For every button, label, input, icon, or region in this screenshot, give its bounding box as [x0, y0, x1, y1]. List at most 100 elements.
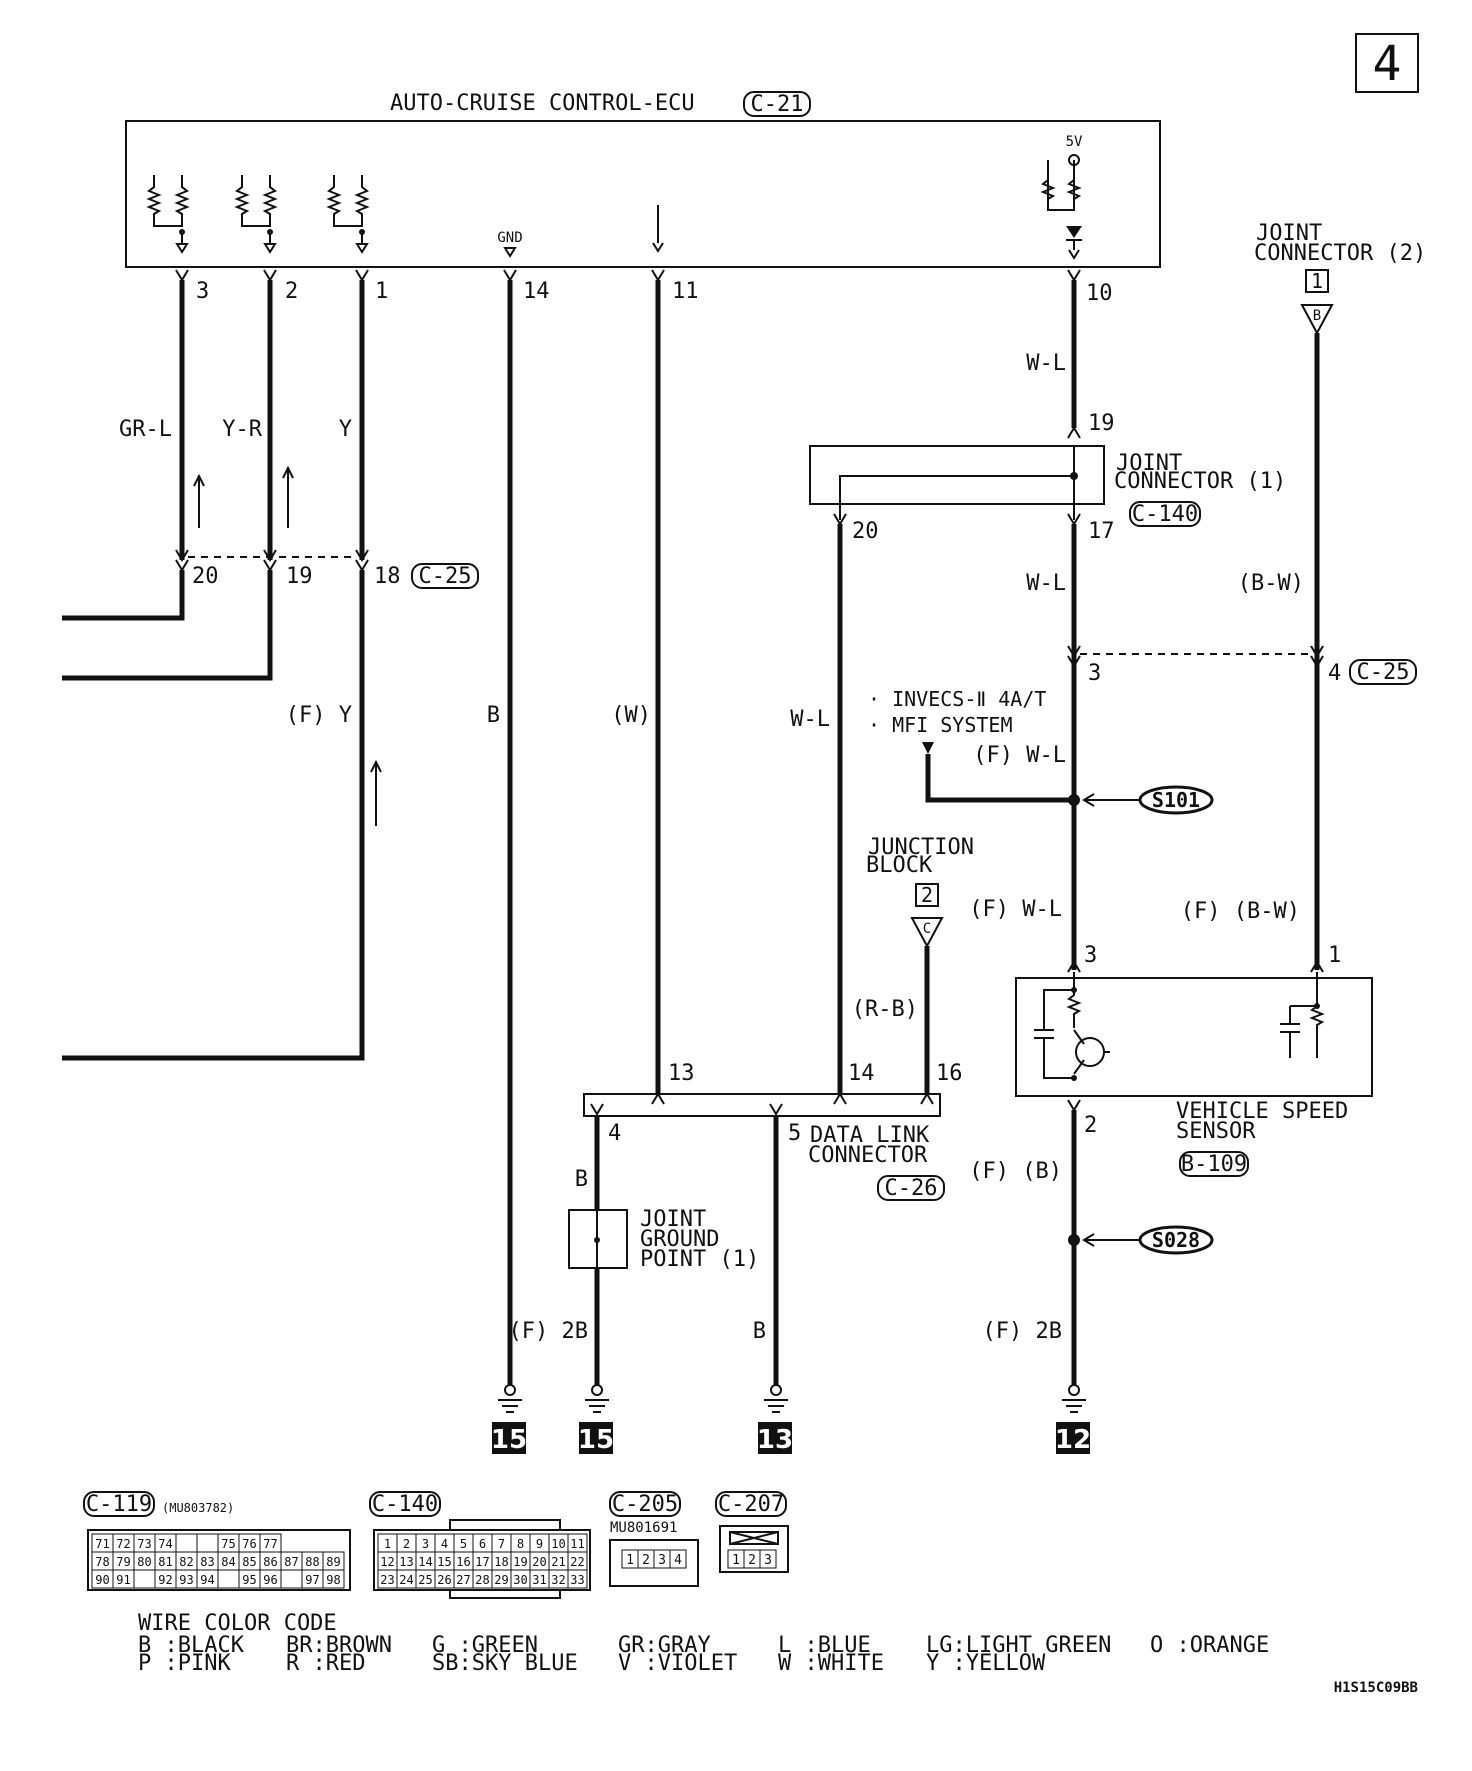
- vss-pin-2: 2: [1084, 1113, 1097, 1138]
- c140-pin: 20: [532, 1555, 546, 1569]
- invecs-arrow: [922, 742, 934, 754]
- c25-right-pin3-mark: [1067, 645, 1081, 668]
- ecu-pin-10: 10: [1086, 281, 1113, 306]
- c119-pin: 97: [305, 1573, 319, 1587]
- joint-connector-1-box: [809, 445, 1105, 505]
- color-code-r: R :RED: [286, 1651, 365, 1676]
- c140-pin: 15: [437, 1555, 451, 1569]
- c140-pin: 12: [380, 1555, 394, 1569]
- dlc-badge: [877, 1175, 945, 1201]
- vss-line2: SENSOR: [1176, 1119, 1256, 1144]
- c140-pin: 1: [384, 1537, 391, 1551]
- dlc-box: [583, 1093, 941, 1117]
- ecu-connector: C-21: [751, 92, 804, 117]
- ecu-connector-badge: [743, 91, 811, 117]
- s101-badge: [1138, 785, 1214, 815]
- c119-pin: 92: [158, 1573, 172, 1587]
- color-code-l: L :BLUE: [778, 1633, 871, 1658]
- junction-block-triangle: [910, 917, 944, 949]
- c119-pin: 77: [263, 1537, 277, 1551]
- wire-label-f-w-l-1: (F) W-L: [973, 743, 1066, 768]
- c140-pin: 24: [399, 1573, 413, 1587]
- c119-cell: [280, 1569, 303, 1589]
- vss-line1: VEHICLE SPEED: [1176, 1099, 1348, 1124]
- c140-pin: 6: [479, 1537, 486, 1551]
- c119-pin: 78: [95, 1555, 109, 1569]
- ground-12-label: 12: [1055, 1425, 1091, 1455]
- doc-code: H1S15C09BB: [1334, 1680, 1418, 1696]
- dlc-line2: CONNECTOR: [808, 1143, 928, 1168]
- c119-pin: 93: [179, 1573, 193, 1587]
- dlc-pin-marks: [590, 1092, 934, 1116]
- c119-pin: 96: [263, 1573, 277, 1587]
- c119-pin: 91: [116, 1573, 130, 1587]
- c140-pin: 18: [494, 1555, 508, 1569]
- jc2-num-box: [1305, 269, 1329, 293]
- c140-pin: 27: [456, 1573, 470, 1587]
- wire-label-f-y: (F) Y: [286, 703, 352, 728]
- wire-label-w-l-dlc: W-L: [790, 707, 830, 732]
- c119-cell: [322, 1569, 345, 1589]
- c140-pin: 25: [418, 1573, 432, 1587]
- ecu-pin-1: 1: [375, 279, 388, 304]
- c119-pin: 86: [263, 1555, 277, 1569]
- c119-pin: 89: [326, 1555, 340, 1569]
- jc1-line1: JOINT: [1116, 451, 1182, 476]
- vss-out-mark: [1067, 1099, 1081, 1112]
- c119-pin: 87: [284, 1555, 298, 1569]
- jgp-line1: JOINT: [640, 1207, 706, 1232]
- c140-pin: 14: [418, 1555, 432, 1569]
- wire-label-f-b-w: (F) (B-W): [1181, 899, 1300, 924]
- c119-pin: 79: [116, 1555, 130, 1569]
- c140-pin: 3: [422, 1537, 429, 1551]
- color-code-p: P :PINK: [138, 1651, 231, 1676]
- invecs-line1: · INVECS-Ⅱ 4A/T: [868, 687, 1046, 711]
- c119-cell: [133, 1569, 156, 1589]
- ecu-5v-label: 5V: [1066, 134, 1083, 150]
- wire-label-b-pin5: B: [753, 1319, 766, 1344]
- c119-pin: 75: [221, 1537, 235, 1551]
- wire-label-b-w: (B-W): [1238, 571, 1304, 596]
- c140-cell: [567, 1569, 588, 1589]
- dlc-pin-14: 14: [848, 1061, 875, 1086]
- c119-pin: 98: [326, 1573, 340, 1587]
- wire-label-b: B: [487, 703, 500, 728]
- c140-pin: 21: [551, 1555, 565, 1569]
- dlc-pin-5: 5: [788, 1121, 801, 1146]
- c140-pin: 2: [403, 1537, 410, 1551]
- jc1-pin-17: 17: [1088, 519, 1115, 544]
- page-number-box: [1355, 33, 1419, 93]
- s028-splice-dot: [1068, 1234, 1080, 1246]
- c140-pin: 9: [536, 1537, 543, 1551]
- ground-12: 12: [1055, 1422, 1091, 1455]
- c140-pin: 22: [570, 1555, 584, 1569]
- wire-label-w-l-top: W-L: [1026, 351, 1066, 376]
- dlc-line1: DATA LINK: [810, 1123, 930, 1148]
- jgp-line2: GROUND: [640, 1227, 719, 1252]
- junction-block-line1: JUNCTION: [868, 835, 974, 860]
- c25-right-pin-4: 4: [1328, 661, 1341, 686]
- c25-left-pin-19: 19: [286, 564, 313, 589]
- c140-pin: 32: [551, 1573, 565, 1587]
- wire-label-b-jgp: B: [575, 1167, 588, 1192]
- ground-15-a-label: 15: [491, 1425, 527, 1455]
- dlc-pin-16: 16: [936, 1061, 963, 1086]
- s028-badge: [1138, 1225, 1214, 1255]
- c25-left-pin-20: 20: [192, 564, 219, 589]
- c140-label: C-140: [372, 1492, 438, 1517]
- c119-pin: 95: [242, 1573, 256, 1587]
- c119-pin: 83: [200, 1555, 214, 1569]
- c140-pin: 11: [570, 1537, 584, 1551]
- page-number: 4: [1373, 36, 1402, 92]
- c140-pin: 23: [380, 1573, 394, 1587]
- c207-pin: 1: [732, 1553, 740, 1568]
- pin10-connector-mark: [1067, 269, 1081, 282]
- c119-pin: 81: [158, 1555, 172, 1569]
- c207-label: C-207: [718, 1492, 784, 1517]
- vss-in-marks: [1067, 960, 1324, 973]
